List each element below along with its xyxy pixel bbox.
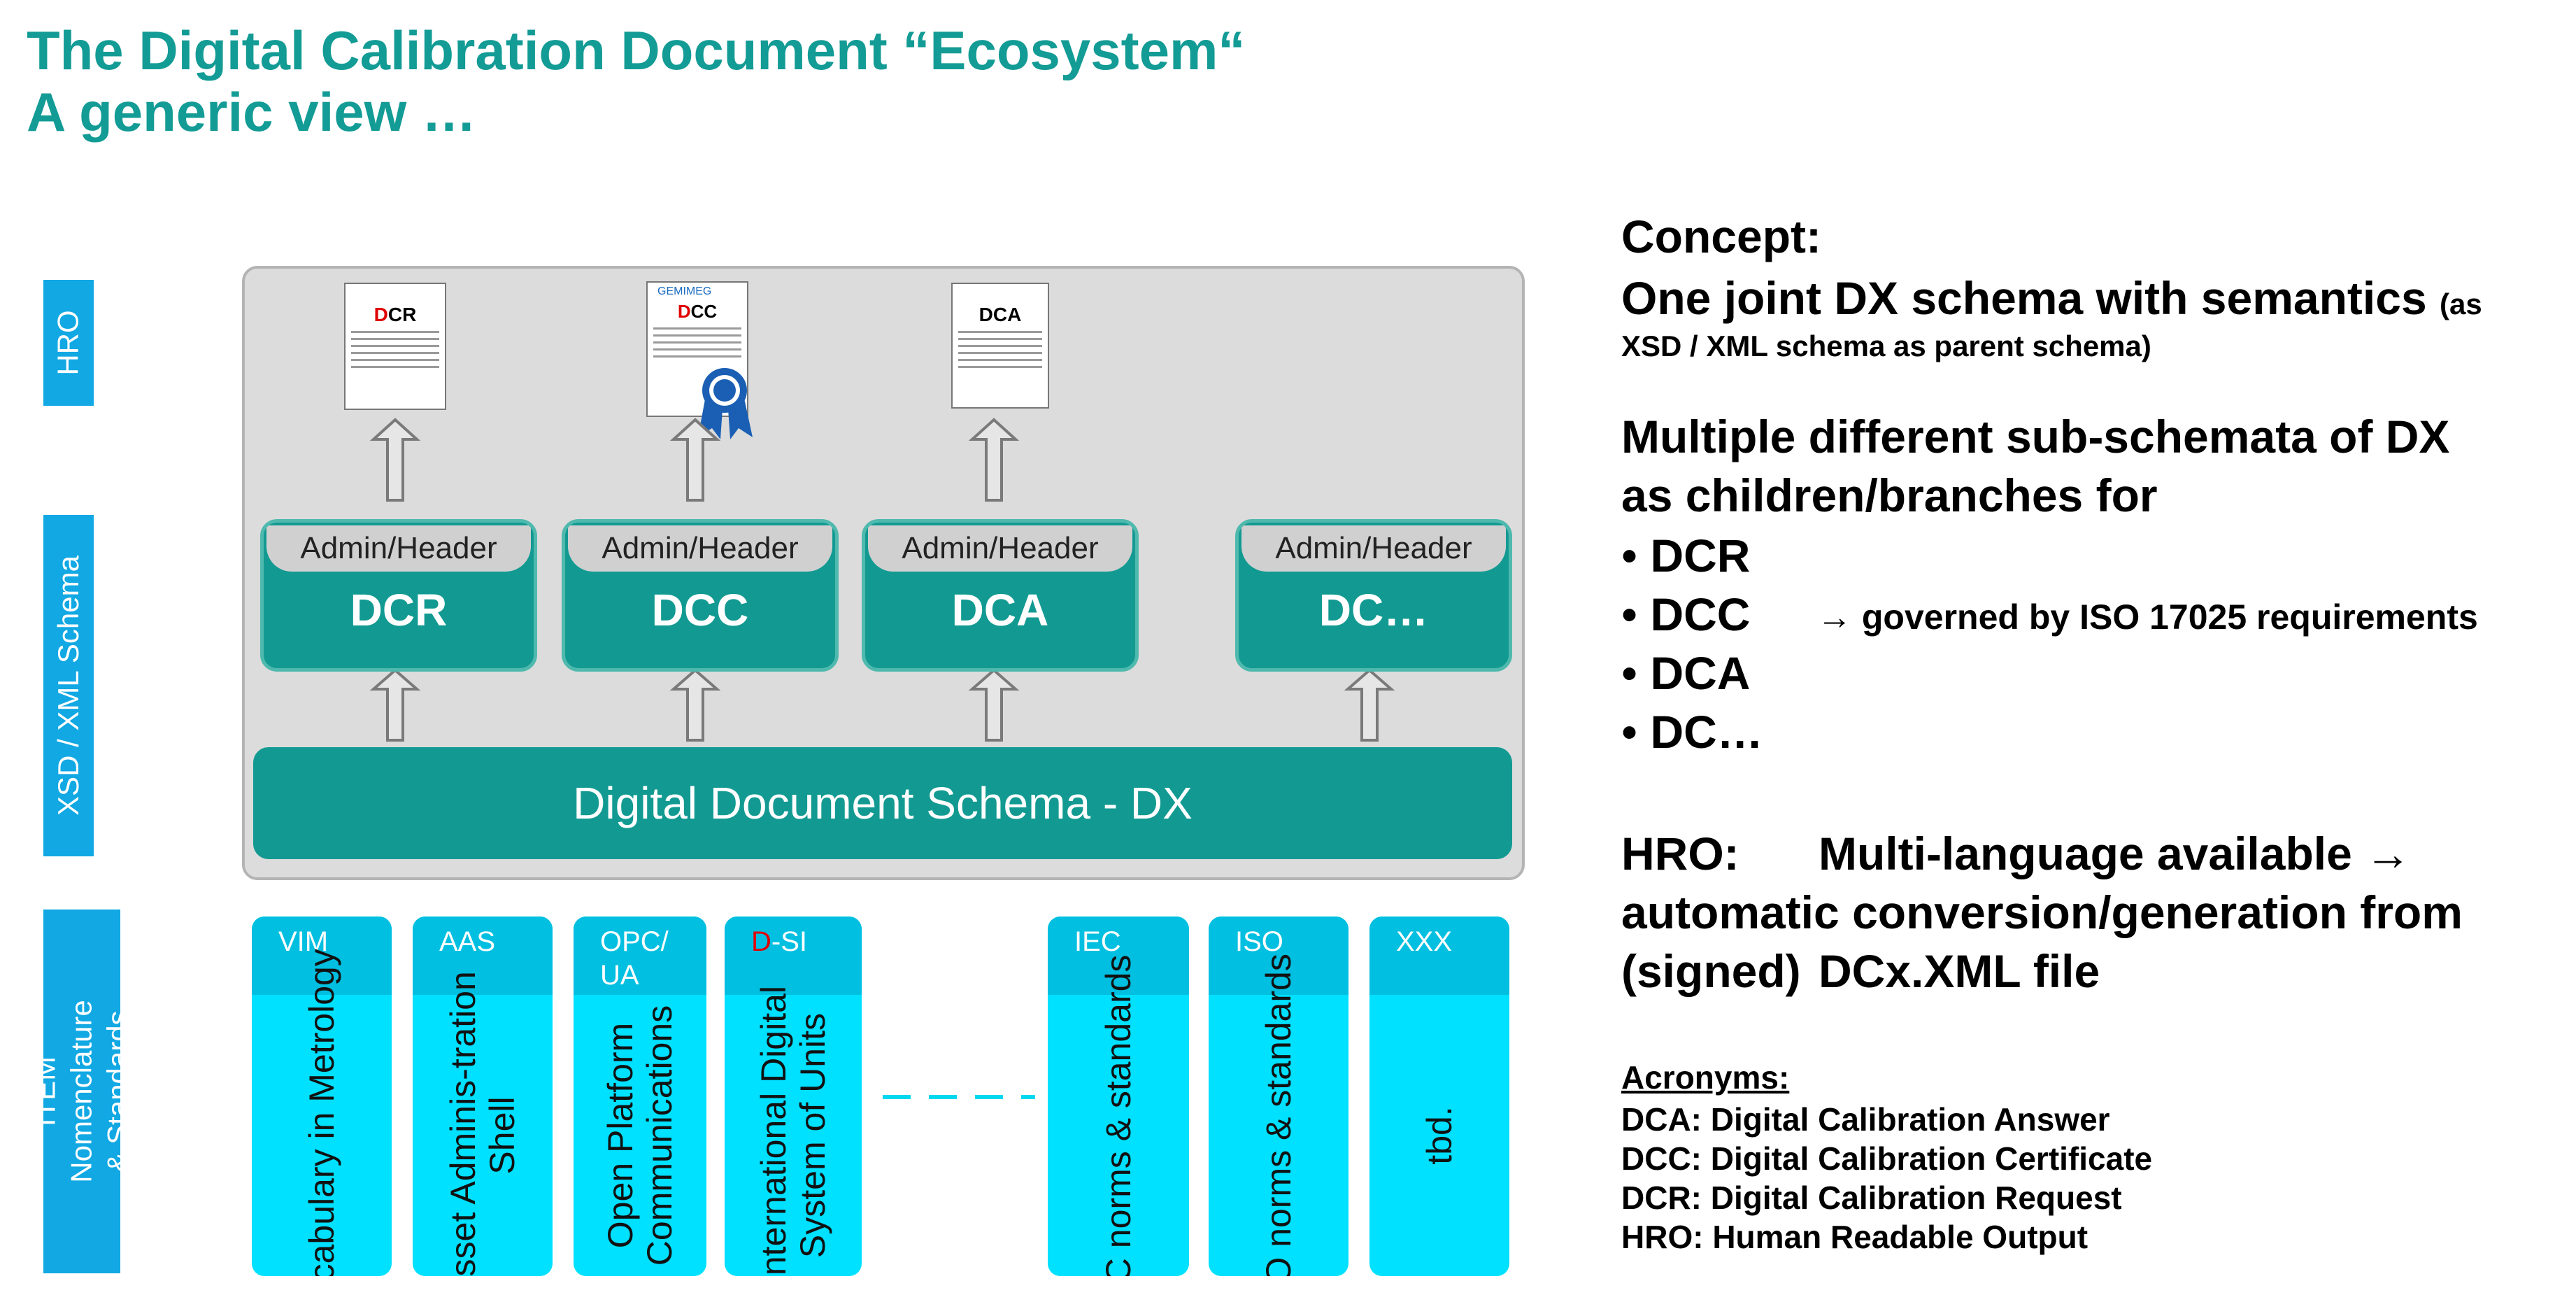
standard-abbr: XXX: [1369, 917, 1509, 995]
concept-note-a: (as: [2440, 288, 2482, 320]
standard-desc: ISO norms & standards: [1259, 954, 1298, 1276]
concept-main-text: One joint DX schema with semantics: [1621, 272, 2427, 324]
band-xsd-label: XSD / XML Schema: [52, 555, 85, 816]
page-subtitle: A generic view …: [27, 81, 477, 143]
document-dcc-label: CC: [690, 301, 718, 322]
hro-line-1: Multi-language available →: [1819, 828, 2412, 879]
hro-label: HRO:: [1621, 828, 1739, 879]
standard-desc: Asset Adminis-tration Shell: [443, 971, 522, 1276]
acronym-item: DCC: Digital Calibration Certificate: [1621, 1140, 2153, 1177]
multi-line-2: as children/branches for: [1621, 469, 2158, 521]
standard-desc: Vocabulary in Metrology: [302, 949, 341, 1276]
schema-name: DC…: [1318, 585, 1429, 635]
acronym-item: DCA: Digital Calibration Answer: [1621, 1101, 2110, 1138]
standard-desc: International Digital System of Units: [754, 985, 832, 1276]
page-title: The Digital Calibration Document “Ecosys…: [27, 20, 1246, 81]
acronym-item: HRO: Human Readable Output: [1621, 1219, 2088, 1255]
bullet-item: • DCR: [1621, 530, 1751, 581]
bullet-item: • DCA: [1621, 647, 1751, 699]
document-dcc-icon: GEMIMEG DCC: [646, 281, 748, 417]
hro-line-2: automatic conversion/generation from: [1621, 886, 2463, 938]
multi-line-1: Multiple different sub-schemata of DX: [1621, 411, 2450, 462]
schema-header: Admin/Header: [568, 525, 832, 572]
standard-abbr: AAS: [413, 917, 553, 995]
concept-main: One joint DX schema with semantics (as: [1621, 269, 2482, 334]
schema-name: DCR: [350, 585, 448, 635]
bullet-text: DCR: [1650, 530, 1751, 581]
standard-abbr: D-SI: [725, 917, 862, 995]
concept-note-b: XSD / XML schema as parent schema): [1621, 330, 2151, 362]
band-hro: HRO: [43, 280, 94, 406]
hro-line-3a: (signed): [1621, 945, 1801, 997]
standard-abbr-red: D: [751, 926, 771, 957]
document-dcr-prefix: D: [373, 304, 388, 325]
concept-label: Concept:: [1621, 211, 1821, 262]
schema-header: Admin/Header: [868, 525, 1132, 572]
band-item: ITEM Nomenclature & Standards: [29, 910, 134, 1273]
schema-name: DCA: [951, 585, 1049, 635]
dx-schema-bar: Digital Document Schema - DX: [253, 747, 1512, 859]
document-dcr-icon: DCR: [344, 283, 446, 410]
standard-vim: VIM Vocabulary in Metrology: [252, 917, 392, 1276]
standard-abbr: IEC: [1048, 917, 1189, 995]
schema-box-dcc: Admin/Header DCC: [562, 519, 839, 672]
document-dcc-logo: GEMIMEG: [657, 285, 712, 297]
band-item-label: ITEM Nomenclature & Standards: [29, 1000, 135, 1183]
document-dca-icon: DCA: [951, 283, 1049, 409]
acronym-item: DCR: Digital Calibration Request: [1621, 1180, 2122, 1216]
bullet-text: DCC: [1650, 588, 1751, 640]
standard-abbr-rest: -SI: [771, 926, 808, 957]
document-dcr-label: CR: [387, 304, 417, 325]
standard-desc: tbd.: [1420, 1106, 1459, 1165]
band-xsd: XSD / XML Schema: [43, 515, 94, 856]
schema-name: DCC: [651, 585, 749, 635]
schema-header: Admin/Header: [1241, 525, 1506, 572]
standard-iec: IEC IEC norms & standards: [1048, 917, 1189, 1276]
standard-desc: Open Platform Communications: [601, 1005, 679, 1266]
schema-box-dcr: Admin/Header DCR: [260, 519, 537, 672]
standard-xxx: XXX tbd.: [1369, 917, 1509, 1276]
standard-aas: AAS Asset Adminis-tration Shell: [413, 917, 553, 1276]
bullet-item: • DC…: [1621, 706, 1763, 758]
bullet-text: DC…: [1650, 706, 1763, 758]
schema-box-dcx: Admin/Header DC…: [1235, 519, 1512, 672]
standard-iso: ISO ISO norms & standards: [1209, 917, 1349, 1276]
standard-desc: IEC norms & standards: [1099, 954, 1138, 1276]
band-hro-label: HRO: [52, 310, 85, 376]
standard-abbr: ISO: [1209, 917, 1349, 995]
standard-abbr: OPC/ UA: [574, 917, 706, 995]
standard-opc-ua: OPC/ UA Open Platform Communications: [574, 917, 706, 1276]
bullet-text: DCA: [1650, 647, 1751, 699]
standard-abbr: VIM: [252, 917, 392, 995]
hro-line-3b: DCx.XML file: [1819, 945, 2100, 997]
document-dcc-prefix: D: [677, 301, 691, 322]
standard-d-si: D-SI International Digital System of Uni…: [725, 917, 862, 1276]
schema-box-dca: Admin/Header DCA: [862, 519, 1139, 672]
document-dca-label: DCA: [979, 304, 1022, 325]
schema-header: Admin/Header: [266, 525, 531, 572]
certificate-seal-icon: [698, 368, 753, 439]
bullet-item: • DCC: [1621, 588, 1751, 640]
acronyms-title: Acronyms:: [1621, 1059, 1790, 1096]
dcc-governance-note: → governed by ISO 17025 requirements: [1817, 597, 2478, 637]
